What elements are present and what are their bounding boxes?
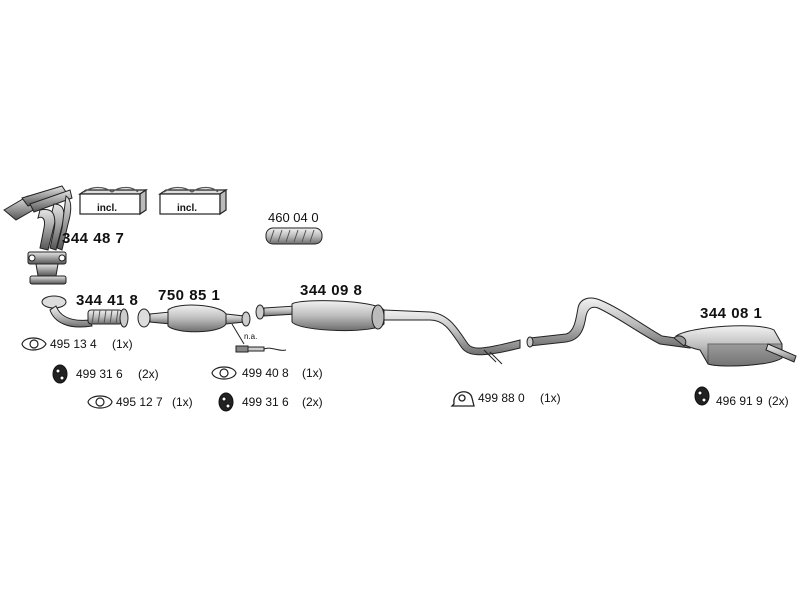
middle-silencer-drawing (255, 300, 521, 365)
rubber-mount-icon (218, 392, 234, 412)
intermediate-pipe-drawing (526, 297, 691, 349)
exhaust-manifold-drawing (3, 185, 73, 285)
fitting-qty-3: (1x) (172, 395, 193, 409)
gasket-icon (21, 337, 47, 351)
fitting-qty-5: (2x) (302, 395, 323, 409)
gasket-icon (211, 366, 237, 380)
fitting-qty-6: (1x) (540, 391, 561, 405)
fitting-qty-4: (1x) (302, 366, 323, 380)
fitting-code-3: 495 12 7 (116, 395, 163, 409)
sensor-note: n.a. (244, 332, 258, 341)
part-number-front-pipe: 344 41 8 (76, 292, 139, 309)
front-pipe-drawing (41, 295, 129, 328)
part-number-middle-silencer: 344 09 8 (300, 282, 363, 299)
rear-silencer-drawing (673, 325, 797, 367)
kit-label-incl-1: incl. (97, 203, 118, 214)
fitting-qty-2: (2x) (138, 367, 159, 381)
gasket-kit-box-2 (158, 186, 228, 216)
part-number-rear-silencer: 344 08 1 (700, 305, 763, 322)
part-number-manifold: 344 48 7 (62, 230, 125, 247)
clamp-icon (450, 391, 475, 407)
part-number-flex-tube: 460 04 0 (268, 210, 319, 225)
fitting-code-2: 499 31 6 (76, 367, 123, 381)
part-number-catalyst: 750 85 1 (158, 287, 221, 304)
flex-tube-drawing (265, 227, 323, 245)
rubber-mount-icon (694, 386, 710, 406)
fitting-qty-1: (1x) (112, 337, 133, 351)
fitting-code-1: 495 13 4 (50, 337, 97, 351)
gasket-kit-box-1 (78, 186, 148, 216)
rubber-mount-icon (52, 364, 68, 384)
fitting-code-7: 496 91 9 (716, 394, 763, 408)
fitting-code-6: 499 88 0 (478, 391, 525, 405)
fitting-code-5: 499 31 6 (242, 395, 289, 409)
lambda-sensor-drawing (235, 345, 287, 353)
kit-label-incl-2: incl. (177, 203, 198, 214)
fitting-qty-7: (2x) (768, 394, 789, 408)
fitting-code-4: 499 40 8 (242, 366, 289, 380)
catalytic-converter-drawing (137, 304, 251, 345)
gasket-icon (87, 395, 113, 409)
